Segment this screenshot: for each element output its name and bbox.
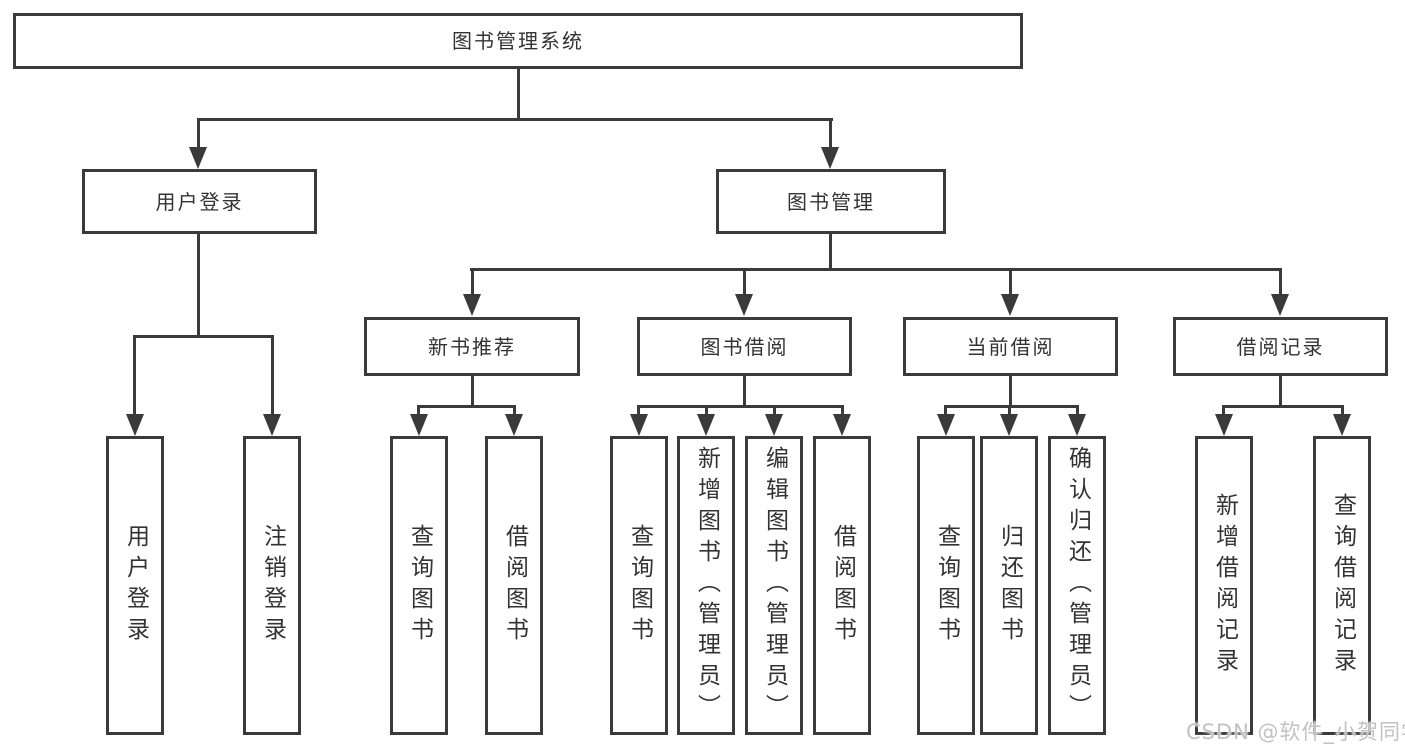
leaf-logout: 注销登录 [243,436,301,735]
connector-stem-nb-leaf1 [417,405,420,416]
leaf-query-borrow-record: 查询借阅记录 [1313,436,1371,735]
connector-stem-borrow-records [1279,268,1282,296]
node-book-mgmt: 图书管理 [716,169,946,234]
arrowhead-borrow-records [1271,294,1289,316]
leaf-confirm-return-admin: 确认归还（管理员） [1048,436,1106,735]
node-root-library-system: 图书管理系统 [13,13,1023,69]
arrowhead-bb-leaf4 [833,414,851,436]
connector-stem-new-books [471,268,474,296]
connector-borrow-records-hline [1222,405,1344,408]
node-new-books: 新书推荐 [364,317,580,376]
connector-stem-br-leaf2 [1341,405,1344,416]
connector-stem-book-mgmt [829,118,832,149]
arrowhead-bb-leaf2 [697,414,715,436]
leaf-add-borrow-record: 新增借阅记录 [1195,436,1253,735]
connector-stem-leaf-logout [271,335,274,414]
leaf-edit-books-admin: 编辑图书（管理员） [745,436,803,735]
connector-borrow-records-stub [1279,376,1282,407]
watermark: CSDN @软件_小贺同学 [1186,720,1405,744]
connector-root-stub [517,69,520,120]
leaf-query-books-new: 查询图书 [390,436,448,735]
arrowhead-bb-leaf1 [630,414,648,436]
connector-current-borrow-hline [944,405,1079,408]
leaf-borrow-books-new: 借阅图书 [485,436,543,735]
connector-new-books-hline [417,405,516,408]
connector-user-login-hline [133,335,274,338]
connector-book-mgmt-hline [470,268,1282,271]
arrowhead-cb-leaf2 [1000,414,1018,436]
connector-new-books-stub [471,376,474,407]
node-user-login: 用户登录 [82,169,317,234]
arrowhead-cb-leaf1 [937,414,955,436]
node-current-borrow: 当前借阅 [903,317,1118,376]
connector-user-login-stub [197,234,200,338]
connector-stem-current-borrow [1009,268,1012,296]
arrowhead-br-leaf2 [1333,414,1351,436]
arrowhead-book-mgmt [821,147,839,169]
connector-root-hline [197,118,833,121]
arrowhead-book-borrow [735,294,753,316]
arrowhead-nb-leaf2 [505,414,523,436]
connector-book-borrow-stub [743,376,746,407]
arrowhead-user-login [189,147,207,169]
leaf-user-login: 用户登录 [106,436,164,735]
connector-stem-nb-leaf2 [513,405,516,416]
arrowhead-leaf-login [126,414,144,436]
connector-stem-bb-leaf3 [773,405,776,416]
arrowhead-current-borrow [1001,294,1019,316]
connector-stem-cb-leaf1 [944,405,947,416]
arrowhead-cb-leaf3 [1068,414,1086,436]
arrowhead-nb-leaf1 [410,414,428,436]
connector-stem-user-login [197,118,200,149]
connector-stem-book-borrow [743,268,746,296]
node-book-borrow: 图书借阅 [637,317,852,376]
leaf-query-books-current: 查询图书 [917,436,975,735]
connector-stem-bb-leaf1 [637,405,640,416]
connector-current-borrow-stub [1009,376,1012,407]
connector-stem-cb-leaf2 [1008,405,1011,416]
connector-book-mgmt-stub [829,234,832,270]
leaf-query-books-borrow: 查询图书 [610,436,668,735]
arrowhead-new-books [463,294,481,316]
connector-stem-bb-leaf4 [841,405,844,416]
connector-stem-cb-leaf3 [1076,405,1079,416]
arrowhead-bb-leaf3 [765,414,783,436]
connector-book-borrow-hline [637,405,844,408]
arrowhead-br-leaf1 [1215,414,1233,436]
connector-stem-br-leaf1 [1222,405,1225,416]
arrowhead-leaf-logout [263,414,281,436]
leaf-return-books: 归还图书 [980,436,1038,735]
connector-stem-leaf-login [133,335,136,414]
leaf-add-books-admin: 新增图书（管理员） [677,436,735,735]
node-borrow-records: 借阅记录 [1173,317,1388,376]
leaf-borrow-books: 借阅图书 [813,436,871,735]
connector-stem-bb-leaf2 [705,405,708,416]
